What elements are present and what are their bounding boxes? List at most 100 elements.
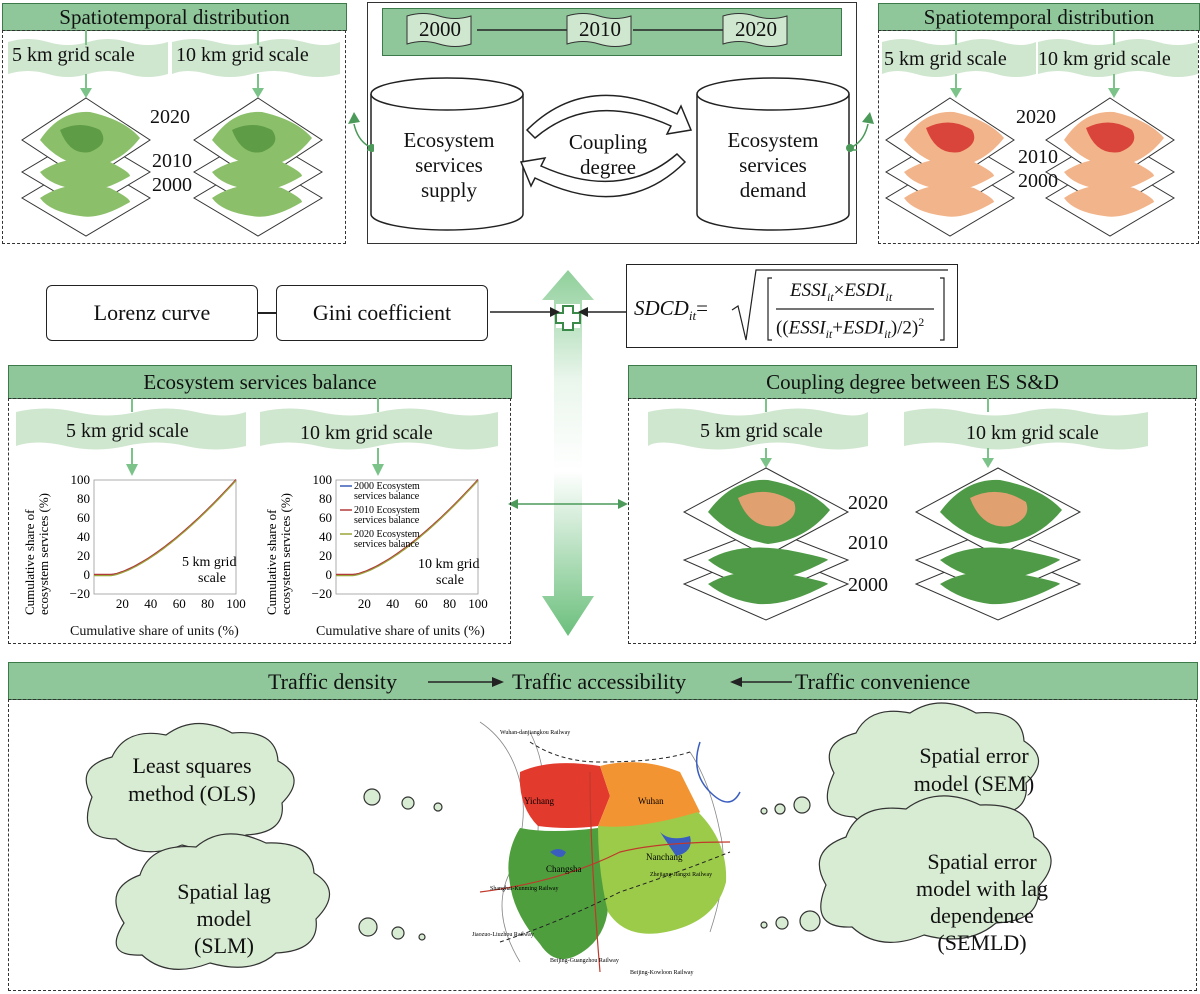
map-rail-3: Jiaozuo-Liuzhou Railway: [472, 932, 534, 938]
top-right-scale-5km: 5 km grid scale: [884, 48, 1007, 70]
supply-line-2: services: [415, 153, 483, 177]
map-stack-left-10km: [193, 97, 323, 237]
region-wuhan: [598, 762, 700, 834]
chart2-xlabel: Cumulative share of units (%): [316, 624, 485, 639]
year-tab-2000: [406, 13, 472, 47]
coupling-sd-title: Coupling degree between ES S&D: [628, 365, 1197, 399]
traffic-arrows: [428, 677, 792, 687]
ribbon-10km-left: [172, 39, 340, 77]
chart1-curves: [94, 478, 237, 577]
map-city-wuhan: Wuhan: [638, 796, 664, 806]
semld-label: Spatial error model with lag dependence …: [872, 848, 1092, 956]
coupling-sd-scale-10km: 10 km grid scale: [966, 422, 1099, 444]
bubble: [760, 807, 768, 815]
y-tick-label: 20: [319, 548, 332, 563]
legend-2020-l1: 2020 Ecosystem: [354, 529, 420, 540]
balance-panel: [8, 398, 511, 644]
balance-scale-10km: 10 km grid scale: [300, 422, 433, 444]
y-tick-label: 40: [319, 529, 332, 544]
top-left-year-2020: 2020: [150, 106, 190, 128]
y-tick-label: 0: [84, 567, 91, 582]
coupling-sd-graphics: [648, 398, 1148, 621]
ribbon-10km-right: [1038, 39, 1198, 77]
slm-line-1: Spatial lag: [177, 879, 271, 904]
formula-box: [626, 264, 958, 348]
x-tick-label: 60: [415, 596, 428, 611]
x-tick-label: 60: [173, 596, 186, 611]
y-tick-label: 100: [313, 472, 333, 487]
formula-lhs: SDCDit=: [634, 296, 708, 324]
supply-line-1: Ecosystem: [403, 128, 495, 152]
formula-graphics: [731, 269, 948, 341]
coupling-sd-panel: [628, 398, 1196, 644]
map-city-yichang: Yichang: [524, 796, 554, 806]
chart2-legend: 2000 Ecosystem services balance 2010 Eco…: [340, 481, 420, 550]
y-tick-label: 60: [77, 510, 90, 525]
arrow-to-top-left: [348, 112, 374, 152]
top-left-panel: [2, 30, 346, 244]
chart2-curves: [336, 478, 479, 577]
bubble: [433, 802, 443, 812]
traffic-header: [8, 662, 1198, 700]
ols-label: Least squares method (OLS): [92, 752, 292, 808]
slm-line-3: (SLM): [194, 933, 254, 958]
x-tick-label: 80: [443, 596, 456, 611]
bubble: [793, 796, 811, 814]
y-tick-label: 40: [77, 529, 90, 544]
coupling-sd-year-2020: 2020: [848, 492, 888, 514]
lorenz-series-line: [336, 480, 479, 577]
slm-line-2: model: [196, 906, 252, 931]
chart2-note-1: 10 km grid: [418, 557, 479, 572]
plus-icon: [555, 304, 581, 331]
map-stack-coupling-10km: [914, 467, 1082, 621]
demand-line-1: Ecosystem: [727, 128, 819, 152]
top-right-year-2000: 2000: [1018, 170, 1058, 192]
chart1-xlabel: Cumulative share of units (%): [70, 624, 239, 639]
sem-line-2: model (SEM): [913, 771, 1035, 796]
y-tick-label: 100: [71, 472, 91, 487]
ribbon-5km-right: [882, 39, 1036, 77]
year-label-2000: 2000: [419, 17, 461, 41]
top-left-scale-10km: 10 km grid scale: [176, 44, 309, 66]
lorenz-chart-10km: Cumulative share of ecosystem services (…: [264, 472, 488, 615]
coupling-label: Coupling degree: [548, 130, 668, 180]
year-tab-2010: [566, 13, 632, 47]
legend-2010-l2: services balance: [354, 515, 420, 526]
lorenz-curve-box: Lorenz curve: [46, 285, 258, 341]
sem-line-1: Spatial error: [919, 743, 1029, 768]
map-city-changsha: Changsha: [546, 864, 582, 874]
legend-2010-l1: 2010 Ecosystem: [354, 505, 420, 516]
y-tick-label: 80: [77, 491, 90, 506]
x-tick-label: 40: [144, 596, 157, 611]
semld-cloud: [818, 795, 1052, 943]
x-tick-label: 40: [386, 596, 399, 611]
demand-line-2: services: [739, 153, 807, 177]
balance-graphics: [16, 398, 498, 476]
ols-line-1: Least squares: [132, 753, 252, 778]
balance-title: Ecosystem services balance: [8, 365, 512, 399]
coupling-sd-year-2000: 2000: [848, 574, 888, 596]
slm-cloud: [115, 833, 331, 970]
chart2-note-2: scale: [436, 573, 464, 588]
map-stack-left-5km: [21, 97, 151, 237]
x-tick-label: 100: [468, 596, 488, 611]
map-stack-coupling-5km: [682, 467, 850, 621]
year-label-2010: 2010: [579, 17, 621, 41]
traffic-density: Traffic density: [268, 669, 397, 694]
map-rail-1: Wuhan-danjiangkou Railway: [500, 730, 570, 736]
bubble: [774, 803, 786, 815]
lorenz-series-line: [94, 478, 237, 575]
ribbon-5km-left: [8, 39, 168, 77]
center-graphics: [367, 13, 857, 231]
top-left-graphics: [8, 30, 340, 237]
supply-line-3: supply: [420, 178, 477, 202]
slm-label: Spatial lag model (SLM): [124, 878, 324, 959]
demand-cylinder: [696, 77, 850, 231]
x-tick-label: 100: [226, 596, 246, 611]
legend-2000-l2: services balance: [354, 491, 420, 502]
lorenz-series-line: [94, 480, 237, 577]
bubble: [418, 933, 426, 941]
